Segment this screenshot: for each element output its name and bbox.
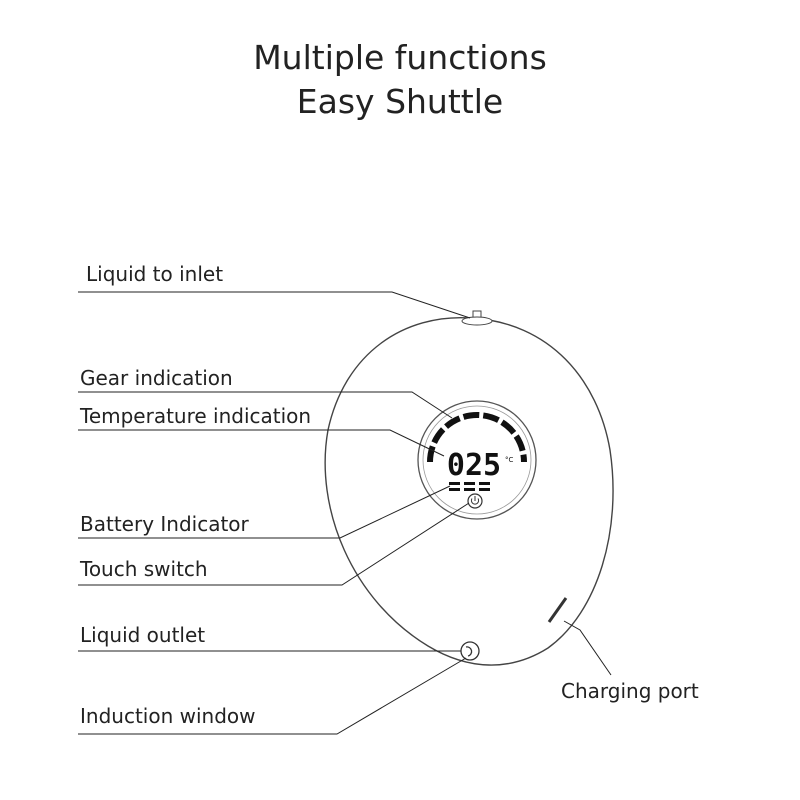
title-line-2: Easy Shuttle (296, 82, 504, 121)
leader-battery-indicator (78, 485, 451, 539)
outlet-nozzle (460, 641, 480, 661)
battery-bars (449, 482, 490, 491)
leader-lines (78, 291, 612, 735)
inlet-nozzle (461, 310, 493, 326)
display-window: 025 °C (417, 400, 537, 520)
temperature-digits: 025 (447, 448, 501, 483)
leader-charging-port (563, 620, 612, 676)
leader-temperature-indication (78, 429, 445, 457)
gear-arc (427, 412, 527, 463)
label-touch-switch: Touch switch (80, 557, 208, 581)
label-gear-indication: Gear indication (80, 366, 233, 390)
charging-port (547, 597, 568, 623)
power-icon[interactable] (467, 493, 483, 509)
label-induction-window: Induction window (80, 704, 256, 728)
label-charging-port: Charging port (561, 679, 699, 703)
leader-liquid-inlet (78, 291, 471, 319)
leader-induction-window (78, 657, 467, 735)
label-liquid-outlet: Liquid outlet (80, 623, 206, 647)
label-battery-indicator: Battery Indicator (80, 512, 249, 536)
title-line-1: Multiple functions (253, 38, 547, 77)
label-temperature-indication: Temperature indication (80, 404, 312, 428)
label-liquid-inlet: Liquid to inlet (86, 262, 224, 286)
temperature-unit: °C (505, 456, 514, 464)
leader-gear-indication (78, 391, 453, 419)
leader-touch-switch (78, 502, 470, 586)
